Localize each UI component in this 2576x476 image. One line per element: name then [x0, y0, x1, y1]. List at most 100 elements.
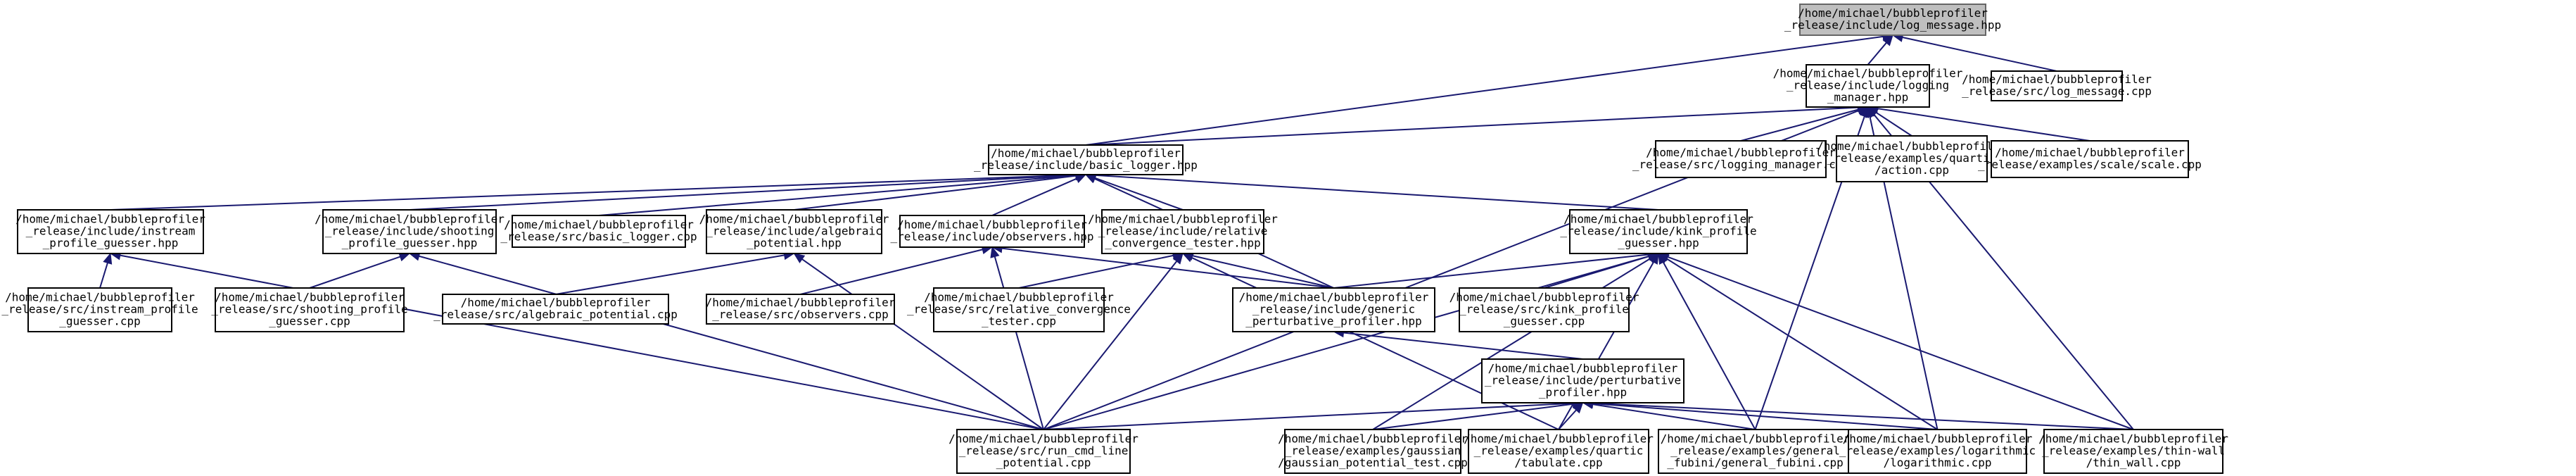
- node-label-line: _release/include/generic: [1252, 303, 1415, 316]
- edge-n_tabulate_cpp-to-n_perturbative_hpp: [1558, 402, 1584, 430]
- node-n_scale_cpp[interactable]: /home/michael/bubbleprofiler_release/exa…: [1978, 140, 2202, 178]
- node-label-line: /home/michael/bubbleprofiler: [461, 296, 651, 309]
- node-label-line: /home/michael/bubbleprofiler: [1962, 73, 2152, 86]
- node-box: [1459, 287, 1630, 332]
- node-label-line: /action.cpp: [1874, 163, 1949, 177]
- edge-line: [555, 254, 785, 295]
- edge-arrowhead: [1172, 253, 1184, 265]
- node-label-line: _release/src/algebraic_potential.cpp: [433, 308, 678, 321]
- node-box: [1481, 358, 1684, 403]
- node-n_thinwall_cpp[interactable]: /home/michael/bubbleprofiler_release/exa…: [2038, 429, 2228, 474]
- node-n_tabulate_cpp[interactable]: /home/michael/bubbleprofiler_release/exa…: [1464, 429, 1654, 474]
- node-n_log_message_hpp[interactable]: /home/michael/bubbleprofiler_release/inc…: [1784, 4, 2001, 36]
- node-n_run_cmd_cpp[interactable]: /home/michael/bubbleprofiler_release/src…: [948, 429, 1138, 474]
- edge-n_run_cmd_cpp-to-n_shooting_hpp: [408, 251, 1044, 430]
- node-label-line: /home/michael/bubbleprofiler: [1798, 6, 1988, 20]
- node-label-line: _release/src/observers.cpp: [712, 308, 888, 321]
- node-n_relconv_hpp[interactable]: /home/michael/bubbleprofiler_release/inc…: [1088, 209, 1278, 254]
- node-box: [899, 215, 1085, 248]
- node-label-line: _release/include/logging: [1787, 79, 1949, 92]
- node-box: [706, 294, 895, 325]
- node-label-line: _release/include/basic_logger.hpp: [974, 158, 1198, 172]
- edge-line: [1001, 247, 1334, 289]
- edge-arrowhead: [1867, 106, 1878, 118]
- node-n_fubini_cpp[interactable]: /home/michael/bubbleprofiler_release/exa…: [1658, 429, 1853, 474]
- node-label-line: _potential.hpp: [747, 237, 842, 250]
- node-label-line: /home/michael/bubbleprofiler: [1817, 139, 2007, 153]
- node-label-line: _release/include/perturbative: [1485, 374, 1681, 387]
- node-n_instream_hpp[interactable]: /home/michael/bubbleprofiler_release/inc…: [15, 209, 205, 254]
- node-label-line: /home/michael/bubbleprofiler: [1278, 432, 1468, 446]
- node-n_instream_cpp[interactable]: /home/michael/bubbleprofiler_release/src…: [1, 287, 198, 332]
- node-n_logarithmic_cpp[interactable]: /home/michael/bubbleprofiler_release/exa…: [1839, 429, 2036, 474]
- node-n_kink_hpp[interactable]: /home/michael/bubbleprofiler_release/inc…: [1560, 209, 1757, 254]
- node-box: [1806, 64, 1930, 108]
- node-label-line: _release/examples/quartic: [1827, 151, 1997, 165]
- node-label-line: _tester.cpp: [982, 315, 1056, 328]
- node-label-line: _release/include/relative: [1098, 225, 1268, 238]
- node-box: [1991, 140, 2189, 178]
- edge-line: [99, 263, 108, 289]
- node-box: [1284, 429, 1461, 474]
- edge-n_run_cmd_cpp-to-n_instream_hpp: [109, 251, 1044, 430]
- node-label-line: /home/michael/bubbleprofiler: [1773, 67, 1963, 80]
- node-label-line: _profiler.hpp: [1539, 386, 1627, 399]
- node-n_observers_hpp[interactable]: /home/michael/bubbleprofiler_release/inc…: [891, 215, 1094, 248]
- edge-line: [1372, 258, 1651, 430]
- node-box: [1569, 209, 1748, 254]
- node-n_algebraic_hpp[interactable]: /home/michael/bubbleprofiler_release/inc…: [699, 209, 889, 254]
- node-n_basic_logger_hpp[interactable]: /home/michael/bubbleprofiler_release/inc…: [974, 144, 1198, 175]
- node-label-line: /home/michael/bubbleprofiler: [897, 218, 1087, 232]
- node-box: [17, 209, 204, 254]
- node-box: [27, 287, 172, 332]
- edge-line: [1558, 409, 1577, 430]
- node-box: [322, 209, 497, 254]
- node-label-line: /home/michael/bubbleprofiler: [1464, 432, 1654, 446]
- edge-arrowhead: [1649, 252, 1659, 265]
- edge-line: [1333, 253, 1649, 289]
- edge-line: [598, 175, 1077, 216]
- node-n_kink_cpp[interactable]: /home/michael/bubbleprofiler_release/src…: [1449, 287, 1639, 332]
- edge-line: [1666, 258, 1939, 430]
- node-box: [1836, 135, 1988, 182]
- node-n_log_message_cpp[interactable]: /home/michael/bubbleprofiler_release/src…: [1962, 70, 2152, 101]
- node-n_perturbative_hpp[interactable]: /home/michael/bubbleprofiler_release/inc…: [1481, 358, 1684, 403]
- node-n_shooting_cpp[interactable]: /home/michael/bubbleprofiler_release/src…: [211, 287, 408, 332]
- edge-n_instream_hpp-to-n_basic_logger_hpp: [110, 170, 1087, 211]
- node-label-line: /home/michael/bubbleprofiler: [504, 218, 694, 232]
- edge-line: [1592, 403, 1938, 430]
- node-label-line: /home/michael/bubbleprofiler: [1646, 146, 1836, 159]
- edge-line: [1372, 403, 1573, 430]
- edge-line: [1085, 35, 1884, 146]
- node-n_logging_manager_cpp[interactable]: /home/michael/bubbleprofiler_release/src…: [1632, 140, 1849, 178]
- edge-line: [1902, 37, 2057, 72]
- edge-line: [120, 254, 1044, 430]
- edge-n_algebraic_cpp-to-n_algebraic_hpp: [555, 250, 795, 295]
- node-label-line: _potential.cpp: [996, 456, 1091, 470]
- node-n_basic_logger_cpp[interactable]: /home/michael/bubbleprofiler_release/src…: [500, 215, 697, 248]
- node-box: [706, 209, 882, 254]
- node-n_observers_cpp[interactable]: /home/michael/bubbleprofiler_release/src…: [706, 294, 896, 325]
- node-box: [1848, 429, 2027, 474]
- node-n_shooting_hpp[interactable]: /home/michael/bubbleprofiler_release/inc…: [315, 209, 505, 254]
- node-layer: /home/michael/bubbleprofiler_release/inc…: [1, 4, 2228, 474]
- node-label-line: /home/michael/bubbleprofiler: [1661, 432, 1851, 446]
- node-label-line: /home/michael/bubbleprofiler: [706, 296, 896, 309]
- node-n_quartic_action_cpp[interactable]: /home/michael/bubbleprofiler_release/exa…: [1817, 135, 2007, 182]
- node-box: [1101, 209, 1264, 254]
- node-n_generic_hpp[interactable]: /home/michael/bubbleprofiler_release/inc…: [1232, 287, 1435, 332]
- edge-line: [1192, 255, 1334, 289]
- node-label-line: _guesser.hpp: [1618, 237, 1699, 250]
- node-label-line: /thin_wall.cpp: [2086, 456, 2181, 470]
- node-box: [512, 215, 686, 248]
- node-n_relconv_cpp[interactable]: /home/michael/bubbleprofiler_release/src…: [907, 287, 1131, 332]
- node-n_algebraic_cpp[interactable]: /home/michael/bubbleprofiler_release/src…: [433, 294, 678, 325]
- node-box: [2043, 429, 2223, 474]
- node-n_gaussian_cpp[interactable]: /home/michael/bubbleprofiler_release/exa…: [1278, 429, 1468, 474]
- edge-line: [1592, 403, 1756, 430]
- node-n_logging_manager_hpp[interactable]: /home/michael/bubbleprofiler_release/inc…: [1773, 64, 1963, 108]
- edge-line: [1667, 256, 2134, 430]
- node-label-line: _profile_guesser.hpp: [342, 237, 478, 250]
- node-label-line: _guesser.cpp: [59, 315, 141, 328]
